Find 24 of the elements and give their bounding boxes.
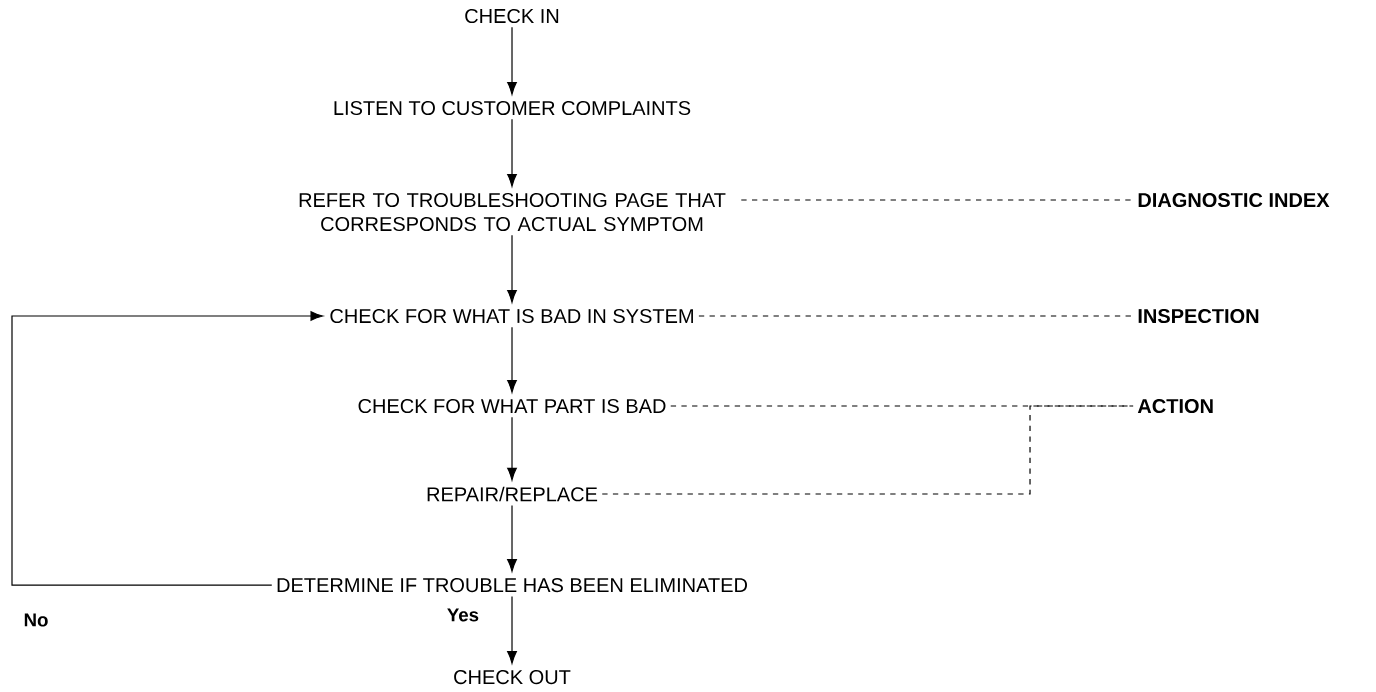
dashed-line <box>601 405 1134 495</box>
heading-text: ACTION <box>1137 398 1213 414</box>
arrow <box>507 595 517 664</box>
dashed-line <box>698 315 1134 317</box>
arrow <box>507 505 517 572</box>
step-text: LISTEN TO CUSTOMER COMPLAINTS <box>334 100 691 116</box>
arrow <box>507 26 517 95</box>
step-text: CHECK FOR WHAT IS BAD IN SYSTEM <box>330 308 693 324</box>
heading-text: DIAGNOSTIC INDEX <box>1138 192 1330 208</box>
arrow <box>11 311 324 586</box>
arrow <box>507 234 517 303</box>
step-text: REPAIR/REPLACE <box>427 486 598 502</box>
step-text: CHECK OUT <box>454 670 571 685</box>
step-text: REFER TO TROUBLESHOOTING PAGE THAT CORRESPONDS TO ACTUAL SYMPTOM <box>299 192 726 232</box>
step-text: DETERMINE IF TROUBLE HAS BEEN ELIMINATED <box>277 578 747 593</box>
arrow <box>507 326 517 393</box>
arrow <box>507 416 517 481</box>
dashed-line <box>740 199 1134 201</box>
arrow <box>507 118 517 187</box>
heading-text: INSPECTION <box>1138 308 1259 324</box>
edge-label: Yes <box>445 607 481 623</box>
edge-label: No <box>22 612 50 628</box>
step-text: CHECK FOR WHAT PART IS BAD <box>358 398 666 414</box>
step-text: CHECK IN <box>465 8 559 24</box>
